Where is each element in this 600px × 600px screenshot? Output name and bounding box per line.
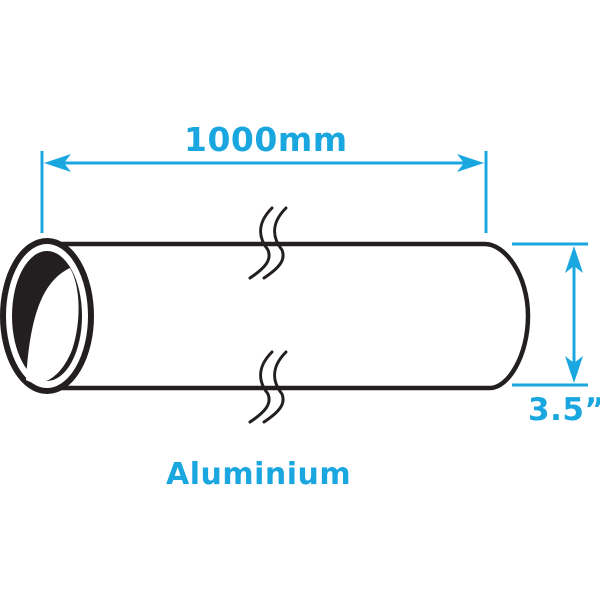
tube-inner-highlight [26, 268, 79, 383]
arrow-left-icon [44, 154, 71, 172]
length-label: 1000mm [184, 120, 348, 159]
tube-right-end [484, 241, 531, 391]
length-dimension [40, 151, 488, 233]
arrow-right-icon [457, 154, 484, 172]
tube-rim-gap [8, 247, 86, 385]
arrow-up-icon [565, 246, 583, 273]
break-symbol-bottom-icon [248, 350, 288, 424]
material-label: Aluminium [166, 457, 352, 492]
diameter-label: 3.5” [528, 392, 600, 428]
arrow-down-icon [565, 356, 583, 383]
diameter-dimension [512, 242, 588, 387]
tube-body [46, 241, 531, 391]
tube-open-end [0, 238, 94, 394]
break-symbol-top-icon [248, 206, 288, 280]
